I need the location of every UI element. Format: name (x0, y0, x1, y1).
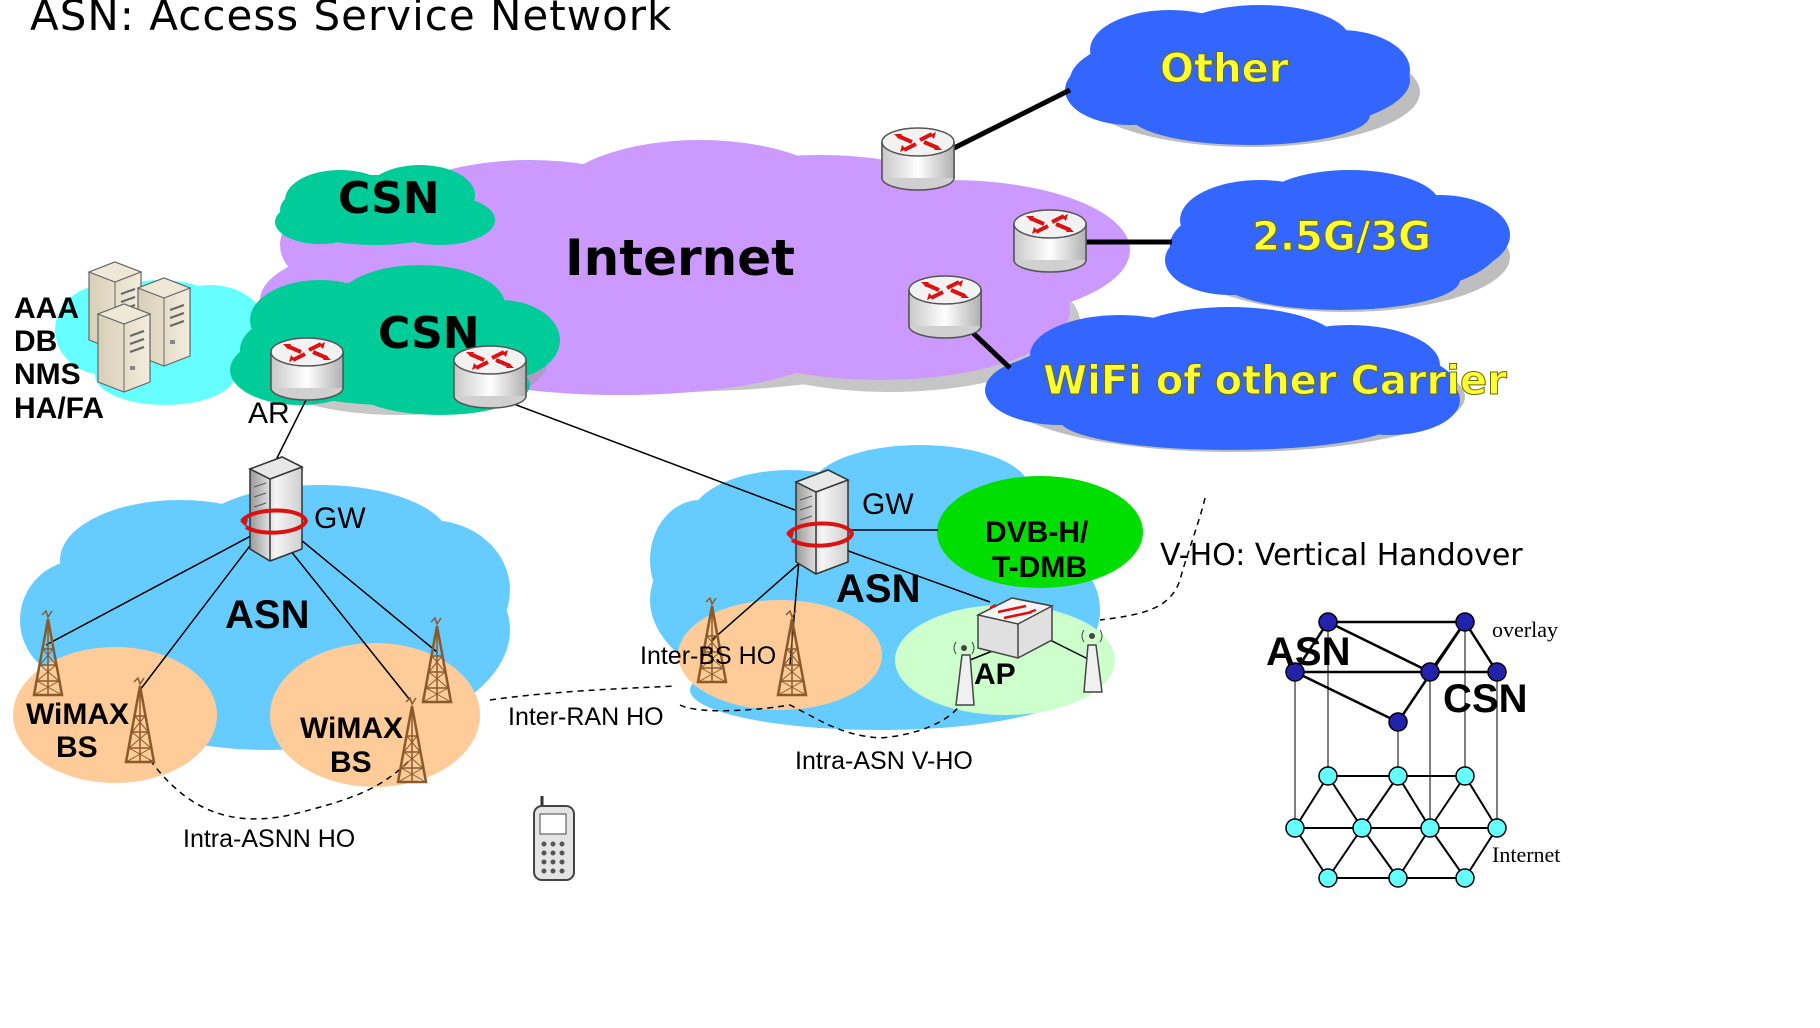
wimax-left-label-line1: WiMAX (26, 698, 129, 731)
vho-legend: V-HO: Vertical Handover (1160, 538, 1523, 573)
router-wifi (907, 274, 983, 340)
asn-left-label: ASN (225, 593, 309, 637)
ar-label: AR (248, 397, 290, 430)
wimax-cell-left (13, 647, 217, 783)
router-g3 (1012, 208, 1088, 274)
overlay-asn-label: ASN (1266, 630, 1350, 674)
overlay-label: overlay (1492, 617, 1558, 642)
intra-asn-vho-label: Intra-ASN V-HO (795, 747, 973, 775)
gateway-right (784, 468, 854, 576)
gw-right-label: GW (862, 488, 914, 521)
csn-top-label: CSN (338, 173, 440, 224)
page-title: ASN: Access Service Network (30, 0, 672, 40)
gateway-left (238, 455, 308, 563)
router-csn-left (269, 336, 345, 402)
inter-bs-cell (678, 600, 882, 710)
g3-label: 2.5G/3G (1252, 214, 1431, 260)
dvb-label-line2: T-DMB (992, 551, 1087, 584)
asn-right-label: ASN (836, 567, 920, 611)
overlay-csn-label: CSN (1443, 677, 1527, 721)
wifi-label: WiFi of other Carrier (1043, 358, 1507, 404)
csn-top-cloud (275, 165, 495, 245)
server-label-nms: NMS (14, 358, 81, 391)
links (45, 87, 1172, 701)
server-label-hafa: HA/FA (14, 392, 104, 425)
inter-ran-ho-label: Inter-RAN HO (508, 703, 664, 731)
handover-paths (149, 497, 1206, 820)
ap-zone (895, 605, 1115, 715)
other-cloud (1065, 5, 1420, 147)
overlay-graph (1285, 612, 1507, 888)
dvb-cloud (937, 476, 1143, 588)
wimax-left-label-line2: BS (56, 731, 98, 764)
ap-antenna-right (1081, 629, 1103, 693)
server-label-db: DB (14, 325, 57, 358)
mobile-phone-icon (533, 796, 575, 881)
wimax-right-label-line2: BS (330, 746, 372, 779)
internet-label: Internet (565, 229, 795, 287)
wimax-right-label-line1: WiMAX (300, 712, 403, 745)
wifi-cloud (985, 307, 1465, 452)
switch-icon (975, 597, 1055, 659)
g3-cloud (1165, 170, 1510, 312)
other-label: Other (1160, 46, 1289, 92)
intra-asnn-ho-label: Intra-ASNN HO (183, 825, 355, 853)
overlay-internet-label: Internet (1492, 842, 1560, 867)
ap-label: AP (974, 658, 1016, 691)
router-other (880, 126, 956, 192)
inter-bs-ho-label: Inter-BS HO (640, 642, 776, 670)
gw-left-label: GW (314, 502, 366, 535)
ap-antenna-left (953, 641, 975, 706)
server-label-aaa: AAA (14, 292, 79, 325)
router-csn-right (452, 344, 528, 410)
dvb-label-line1: DVB-H/ (985, 516, 1089, 549)
